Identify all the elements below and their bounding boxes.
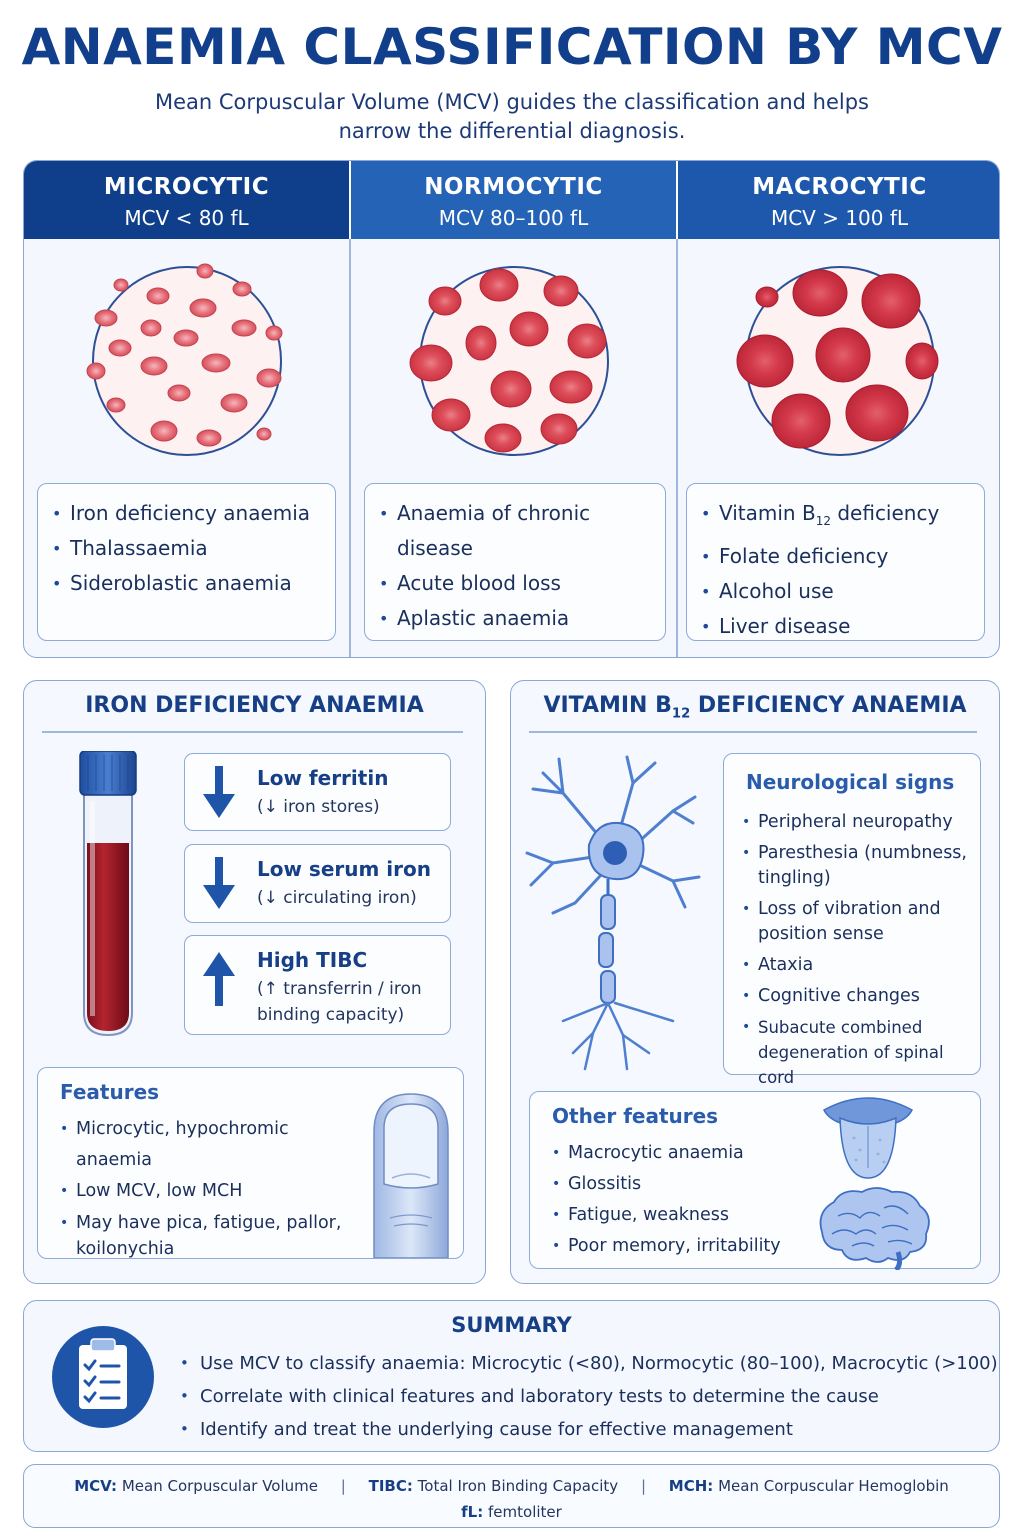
separator: | bbox=[340, 1477, 346, 1495]
list-item: Paresthesia (numbness, tingling) bbox=[742, 841, 978, 891]
lab-high-tibc: High TIBC (↑ transferrin / iron binding … bbox=[184, 935, 451, 1035]
summary-title: SUMMARY bbox=[451, 1313, 572, 1337]
glossary-term: MCH: bbox=[668, 1477, 714, 1495]
list-item: Vitamin B12 deficiency bbox=[701, 496, 984, 539]
list-item: Fatigue, weakness bbox=[552, 1200, 832, 1231]
glossary-term: fL: bbox=[461, 1503, 484, 1521]
list-item: Poor memory, irritability bbox=[552, 1231, 832, 1262]
list-item: Liver disease bbox=[701, 609, 984, 644]
list-item: Alcohol use bbox=[701, 574, 984, 609]
column-divider bbox=[676, 239, 678, 657]
classification-panel: MICROCYTIC MCV < 80 fL Iron defi bbox=[23, 160, 1000, 658]
b12-title-pre: VITAMIN B bbox=[543, 693, 672, 718]
microcytic-name: MICROCYTIC bbox=[103, 174, 270, 200]
iron-deficiency-panel: IRON DEFICIENCY ANAEMIA Low ferritin (↓ … bbox=[23, 680, 486, 1284]
b12-title-sub: 12 bbox=[671, 706, 691, 722]
list-item: Macrocytic anaemia bbox=[552, 1138, 832, 1169]
column-divider bbox=[349, 239, 351, 657]
list-item: Anaemia of chronic disease bbox=[379, 496, 665, 566]
clipboard-checklist-icon bbox=[52, 1326, 154, 1428]
neuron-icon bbox=[525, 755, 701, 1071]
list-item: Ataxia bbox=[742, 953, 978, 978]
lab-name: Low serum iron bbox=[257, 857, 431, 881]
glossary-def: femtoliter bbox=[488, 1503, 562, 1521]
macrocytic-smear-icon bbox=[736, 266, 939, 456]
b12-title-post: DEFICIENCY ANAEMIA bbox=[690, 693, 967, 718]
normocytic-range: MCV 80–100 fL bbox=[438, 206, 589, 230]
list-item: Aplastic anaemia bbox=[379, 601, 665, 636]
macrocytic-name: MACROCYTIC bbox=[752, 174, 927, 200]
list-item: May have pica, fatigue, pallor, koilonyc… bbox=[60, 1210, 360, 1262]
list-item: Correlate with clinical features and lab… bbox=[180, 1380, 998, 1413]
normocytic-header: NORMOCYTIC MCV 80–100 fL bbox=[351, 161, 676, 239]
summary-panel: SUMMARY Use MCV to classify anaemia: Mic… bbox=[23, 1300, 1000, 1452]
neuro-signs-card: Neurological signs Peripheral neuropathy… bbox=[723, 753, 981, 1087]
list-item: Cognitive changes bbox=[742, 984, 978, 1009]
lab-note: (↓ iron stores) bbox=[257, 797, 380, 817]
b12-text: Vitamin B12 deficiency bbox=[719, 501, 940, 528]
glossary-term: TIBC: bbox=[368, 1477, 413, 1495]
lab-name: High TIBC bbox=[257, 948, 368, 972]
normocytic-name: NORMOCYTIC bbox=[424, 174, 603, 200]
lab-note: (↓ circulating iron) bbox=[257, 888, 417, 908]
divider bbox=[529, 731, 977, 733]
macrocytic-range: MCV > 100 fL bbox=[770, 206, 909, 230]
microcytic-causes-list: Iron deficiency anaemia Thalassaemia Sid… bbox=[37, 483, 336, 641]
brain-icon bbox=[819, 1187, 930, 1270]
column-normocytic: NORMOCYTIC MCV 80–100 fL Anaemia of chro… bbox=[351, 161, 676, 657]
iron-features-card: Features Microcytic, hypochromic anaemia… bbox=[37, 1067, 464, 1259]
column-macrocytic: MACROCYTIC MCV > 100 fL Vitamin B12 defi… bbox=[678, 161, 999, 657]
list-item: Peripheral neuropathy bbox=[742, 810, 978, 835]
list-item: Glossitis bbox=[552, 1169, 832, 1200]
list-item: Identify and treat the underlying cause … bbox=[180, 1413, 998, 1446]
list-item: Iron deficiency anaemia bbox=[52, 496, 335, 531]
list-item: Sideroblastic anaemia bbox=[52, 566, 335, 601]
glossary-row: fL: femtoliter bbox=[24, 1503, 999, 1521]
list-item: Microcytic, hypochromic anaemia bbox=[60, 1114, 360, 1176]
list-item: Acute blood loss bbox=[379, 566, 665, 601]
page-subtitle: Mean Corpuscular Volume (MCV) guides the… bbox=[155, 90, 869, 143]
other-features-card: Other features Macrocytic anaemia Glossi… bbox=[529, 1091, 981, 1270]
list-item: Folate deficiency bbox=[701, 539, 984, 574]
list-item: Use MCV to classify anaemia: Microcytic … bbox=[180, 1347, 998, 1380]
macrocytic-causes-list: Vitamin B12 deficiency Folate deficiency… bbox=[686, 483, 985, 644]
normocytic-smear-icon bbox=[409, 266, 609, 456]
glossary: MCV: Mean Corpuscular Volume | TIBC: Tot… bbox=[23, 1464, 1000, 1528]
tongue-icon bbox=[823, 1097, 913, 1179]
divider bbox=[42, 731, 463, 733]
neuro-title: Neurological signs bbox=[746, 770, 955, 794]
normocytic-causes-list: Anaemia of chronic disease Acute blood l… bbox=[364, 483, 666, 641]
page-title: ANAEMIA CLASSIFICATION BY MCV bbox=[21, 18, 1003, 76]
separator: | bbox=[640, 1477, 647, 1495]
list-item: Loss of vibration and position sense bbox=[742, 897, 978, 947]
glossary-term: MCV: bbox=[74, 1477, 118, 1495]
lab-note: (↑ transferrin / iron binding capacity) bbox=[257, 979, 422, 1025]
b12-panel-title: VITAMIN B12 DEFICIENCY ANAEMIA bbox=[511, 693, 999, 721]
arrow-down-icon bbox=[203, 857, 235, 909]
microcytic-smear-icon bbox=[86, 263, 283, 456]
microcytic-header: MICROCYTIC MCV < 80 fL bbox=[24, 161, 349, 239]
list-item: Thalassaemia bbox=[52, 531, 335, 566]
list-item: Subacute combined degeneration of spinal… bbox=[742, 1015, 978, 1090]
lab-low-ferritin: Low ferritin (↓ iron stores) bbox=[184, 753, 451, 831]
arrow-down-icon bbox=[203, 766, 235, 818]
blood-tube-icon bbox=[79, 751, 137, 1037]
iron-panel-title: IRON DEFICIENCY ANAEMIA bbox=[85, 693, 424, 718]
column-microcytic: MICROCYTIC MCV < 80 fL Iron defi bbox=[24, 161, 349, 657]
list-item: Low MCV, low MCH bbox=[60, 1176, 360, 1207]
lab-name: Low ferritin bbox=[257, 766, 389, 790]
arrow-up-icon bbox=[203, 952, 235, 1006]
lab-low-serum-iron: Low serum iron (↓ circulating iron) bbox=[184, 844, 451, 923]
features-title: Features bbox=[60, 1080, 160, 1104]
glossary-def: Total Iron Binding Capacity bbox=[417, 1477, 619, 1495]
glossary-row: MCV: Mean Corpuscular Volume | TIBC: Tot… bbox=[24, 1477, 999, 1495]
other-title: Other features bbox=[552, 1104, 719, 1128]
microcytic-range: MCV < 80 fL bbox=[124, 206, 249, 230]
b12-deficiency-panel: VITAMIN B12 DEFICIENCY ANAEMIA Neurologi… bbox=[510, 680, 1000, 1284]
glossary-def: Mean Corpuscular Volume bbox=[121, 1477, 318, 1495]
fingernail-icon bbox=[373, 1093, 449, 1258]
glossary-def: Mean Corpuscular Hemoglobin bbox=[718, 1477, 949, 1495]
macrocytic-header: MACROCYTIC MCV > 100 fL bbox=[678, 161, 999, 239]
